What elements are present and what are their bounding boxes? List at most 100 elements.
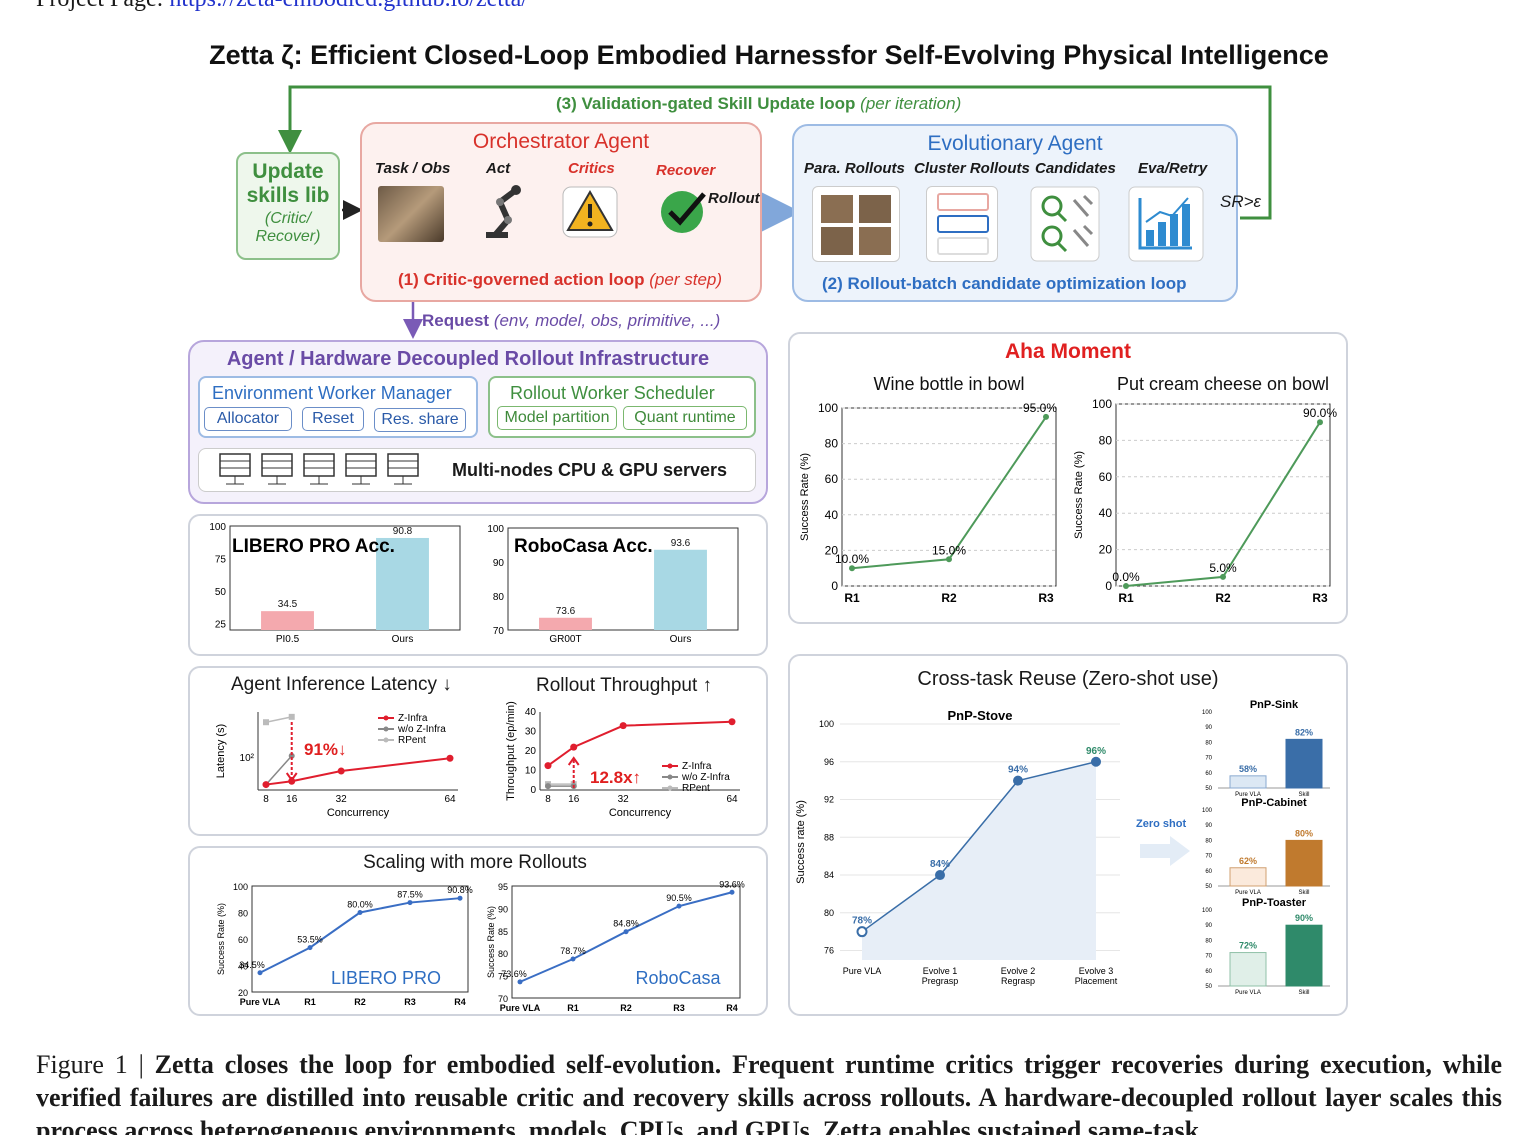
bar-value-label: 62% <box>1239 856 1257 866</box>
y-tick-label: 80 <box>825 437 839 451</box>
candidates-search-icon <box>1030 186 1100 262</box>
y-tick-label: 50 <box>1205 786 1212 792</box>
y-tick-label: 25 <box>215 620 227 631</box>
data-label: 10.0% <box>835 552 869 566</box>
y-tick-label: 100 <box>1202 710 1213 716</box>
step-task-obs: Task / Obs <box>375 160 451 177</box>
x-tick-label: 16 <box>568 794 580 805</box>
data-point <box>1043 413 1049 420</box>
x-tick-label: Evolve 1 <box>923 966 958 976</box>
x-tick-label: 64 <box>726 794 738 805</box>
latency-badge: 91%↓ <box>304 740 347 759</box>
x-tick-label: R4 <box>726 1003 738 1012</box>
legend-marker <box>667 785 673 791</box>
bar <box>376 537 429 630</box>
plot-frame <box>841 407 1057 587</box>
loop3-arrow <box>278 85 1272 220</box>
data-label: 90.5% <box>666 893 692 903</box>
x-tick-label: Ours <box>392 634 414 645</box>
x-tick-label: R1 <box>304 997 316 1007</box>
cluster-rollouts-icon <box>926 186 998 262</box>
step-critics: Critics <box>568 160 615 177</box>
step-para-rollouts: Para. Rollouts <box>804 160 905 177</box>
loop3-label: (3) Validation-gated Skill Update loop (… <box>556 94 961 114</box>
figure-title: Zetta ζ: Efficient Closed-Loop Embodied … <box>209 40 1329 70</box>
x-axis-label: Concurrency <box>609 807 672 819</box>
bar-value-label: 80% <box>1295 828 1313 838</box>
caption-label: Figure 1 | <box>36 1050 144 1079</box>
request-label: Request (env, model, obs, primitive, ...… <box>422 311 720 331</box>
y-tick-label: 60 <box>1205 771 1212 777</box>
x-tick-label: Skill <box>1298 890 1309 896</box>
data-label: 15.0% <box>932 543 966 557</box>
series-line <box>265 757 451 786</box>
x-tick-label: Pure VLA <box>500 1003 541 1012</box>
zero-shot-arrow <box>1140 836 1190 866</box>
y-tick-label: 50 <box>1205 884 1212 890</box>
scaling-title: Scaling with more Rollouts <box>363 852 587 873</box>
throughput-badge: 12.8x↑ <box>590 768 642 787</box>
data-label: 78.7% <box>560 946 586 956</box>
bar-value-label: 34.5 <box>278 599 298 610</box>
data-point <box>1317 419 1323 426</box>
data-point <box>849 565 855 572</box>
x-tick-label: 16 <box>286 794 298 805</box>
y-tick-label: 60 <box>1205 869 1212 875</box>
chip-allocator: Allocator <box>204 407 292 431</box>
request-text: Request <box>422 311 490 330</box>
plot-frame <box>507 527 739 631</box>
caption-bold: Zetta closes the loop for embodied self-… <box>36 1050 1502 1135</box>
data-point <box>257 970 263 976</box>
data-label: 5.0% <box>1209 561 1237 575</box>
chart-title: PnP-Sink <box>1250 699 1299 711</box>
bar-value-label: 90.8 <box>393 526 413 537</box>
data-label: 95.0% <box>1023 401 1057 415</box>
y-tick-label: 40 <box>238 962 248 972</box>
x-tick-label: R2 <box>620 1003 632 1012</box>
y-tick-label: 80 <box>498 949 508 959</box>
scheduler-title: Rollout Worker Scheduler <box>510 383 715 403</box>
bar <box>539 617 592 630</box>
x-tick-label: Pure VLA <box>1235 890 1261 896</box>
step-eva-retry: Eva/Retry <box>1138 160 1208 177</box>
y-tick-label: 20 <box>238 988 248 998</box>
data-label: 53.5% <box>297 935 323 945</box>
y-tick-label: 80 <box>1205 740 1212 746</box>
plot-frame <box>511 885 741 999</box>
y-tick-label: 10 <box>525 766 537 777</box>
data-label: 84.8% <box>613 919 639 929</box>
data-point <box>935 870 945 881</box>
data-label: 78% <box>852 916 872 927</box>
x-tick-label: GR00T <box>549 634 581 645</box>
x-tick-label: R1 <box>567 1003 579 1012</box>
x-tick-label: R3 <box>404 997 416 1007</box>
x-tick-label: Regrasp <box>1001 976 1035 986</box>
request-note: (env, model, obs, primitive, ...) <box>493 311 721 330</box>
project-page-link[interactable]: https://zeta-embodied.github.io/zetta/ <box>169 0 528 12</box>
update-sub-2: Recover) <box>255 228 321 245</box>
y-tick-label: 84 <box>824 870 834 880</box>
bar-value-label: 58% <box>1239 764 1257 774</box>
latency-title: Agent Inference Latency ↓ <box>231 674 452 695</box>
zero-shot-label: Zero shot <box>1136 818 1187 830</box>
data-point <box>728 718 736 726</box>
x-tick-label: Pure VLA <box>1235 792 1261 798</box>
legend-label: Z-Infra <box>682 761 712 772</box>
perf-panel <box>188 666 768 836</box>
check-icon <box>661 191 706 233</box>
data-point <box>545 783 551 790</box>
data-point <box>946 556 952 563</box>
data-point <box>446 754 454 762</box>
chip-quant-runtime: Quant runtime <box>623 406 747 430</box>
data-label: 90.8% <box>447 885 473 895</box>
y-axis-label: Success Rate (%) <box>216 903 226 975</box>
y-tick-label: 95 <box>498 882 508 892</box>
data-point <box>263 719 269 726</box>
loop1-text: (1) Critic-governed action loop <box>398 270 645 289</box>
y-tick-label: 80 <box>493 592 505 603</box>
